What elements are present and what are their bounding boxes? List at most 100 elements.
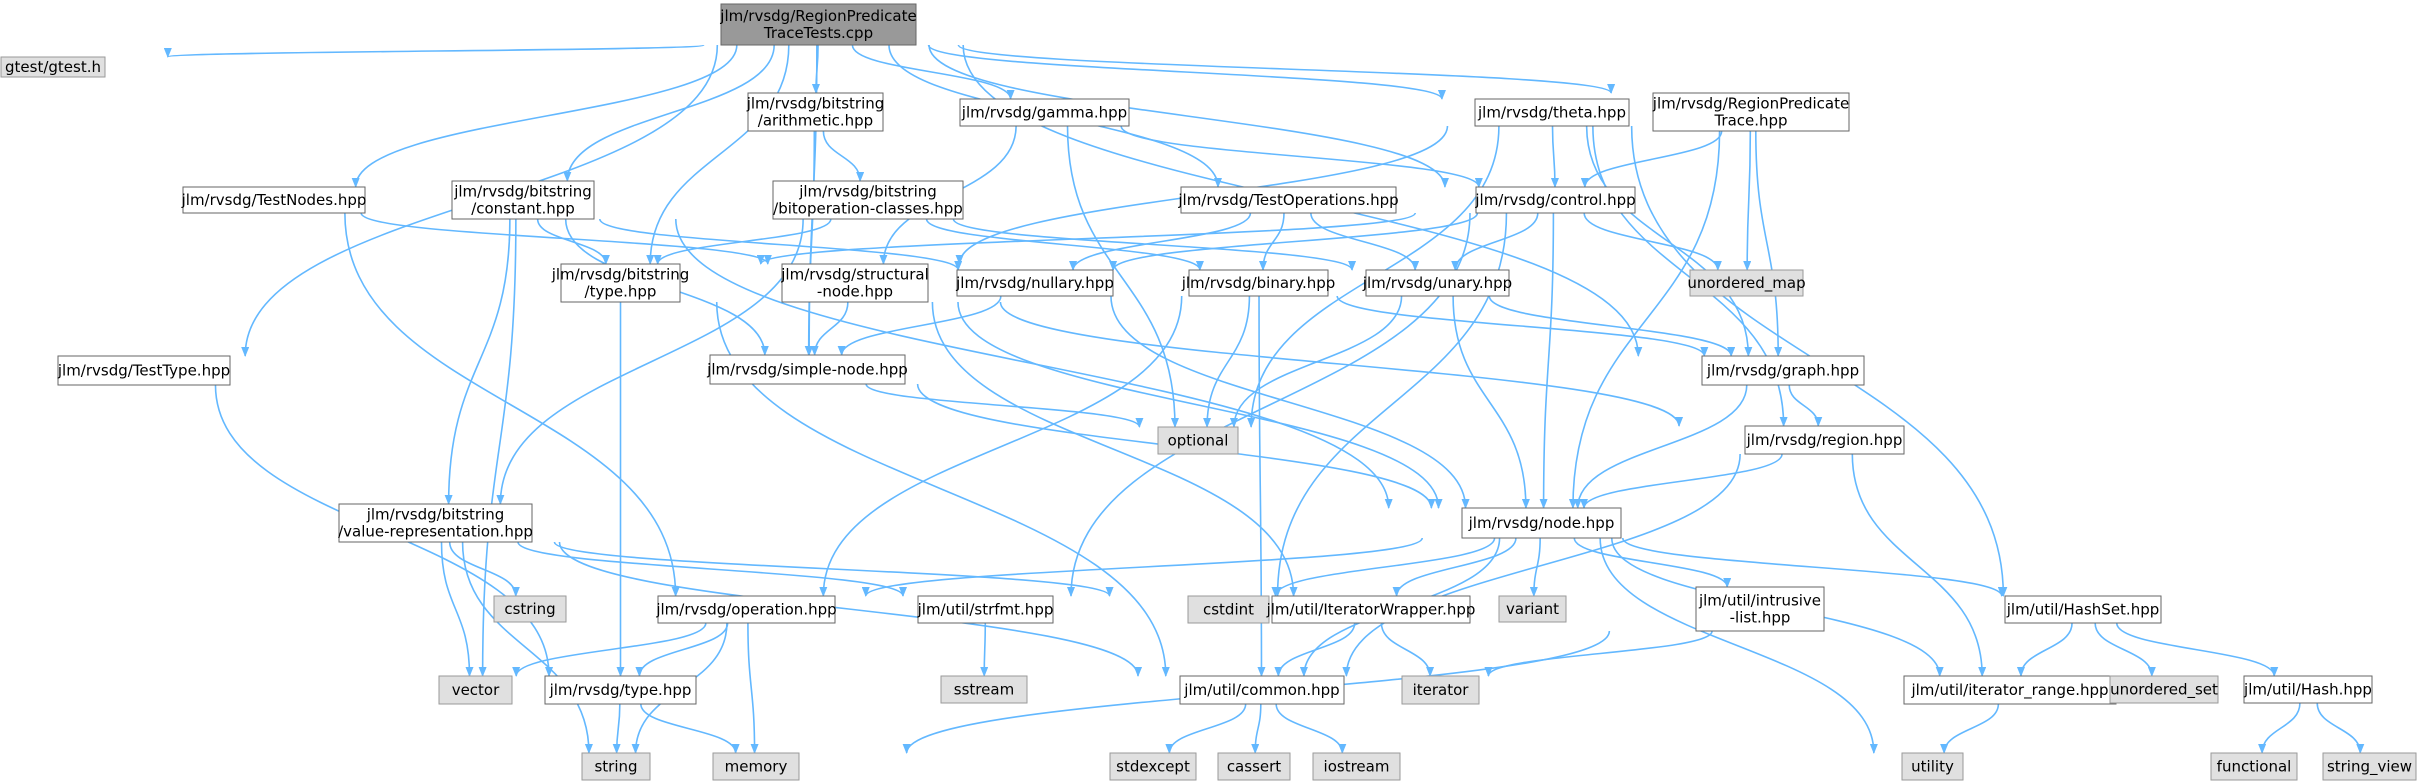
edge-testops-to-binary: [1259, 212, 1285, 271]
edge-path: [1203, 295, 1251, 428]
node-testops[interactable]: jlm/rvsdg/TestOperations.hpp: [1177, 186, 1399, 214]
edge-bsvalrep-to-cstdint: [553, 541, 1114, 597]
node-bsvalrep[interactable]: jlm/rvsdg/bitstring/value-representation…: [338, 503, 533, 543]
node-bsarith[interactable]: jlm/rvsdg/bitstring/arithmetic.hpp: [746, 92, 885, 132]
edge-iterwrap-to-common: [1274, 622, 1356, 677]
edge-control-to-node: [1539, 212, 1555, 509]
node-label: jlm/rvsdg/bitstring: [453, 183, 592, 201]
node-common[interactable]: jlm/util/common.hpp: [1179, 675, 1345, 705]
node-operation[interactable]: jlm/rvsdg/operation.hpp: [655, 595, 837, 624]
edge-path: [865, 383, 1144, 428]
node-iterrange[interactable]: jlm/util/iterator_range.hpp: [1903, 675, 2117, 705]
node-box: [956, 269, 1114, 297]
node-theta[interactable]: jlm/rvsdg/theta.hpp: [1474, 98, 1630, 127]
edge-nullary-to-simplenode: [837, 295, 1002, 356]
edge-bsvalrep-to-cstring: [448, 541, 520, 597]
node-box: [1401, 675, 1480, 705]
edge-unary-to-optional: [1229, 295, 1403, 428]
edge-structural-to-node: [957, 301, 1443, 509]
edge-path: [558, 541, 1142, 677]
node-label: Trace.hpp: [1713, 112, 1787, 130]
edge-path: [1580, 453, 1783, 509]
node-box: [2322, 752, 2417, 781]
edge-path: [164, 44, 705, 58]
edge-path: [448, 541, 520, 597]
nodes-layer: jlm/rvsdg/RegionPredicateTraceTests.cppg…: [0, 3, 2417, 781]
edge-path: [461, 541, 593, 754]
edge-graph-to-region: [1788, 384, 1823, 427]
edge-bsarith-to-bsbitop: [822, 130, 865, 182]
node-label: variant: [1506, 600, 1559, 618]
edge-region-to-node: [1580, 453, 1783, 509]
node-gamma[interactable]: jlm/rvsdg/gamma.hpp: [959, 98, 1130, 127]
node-bstype[interactable]: jlm/rvsdg/bitstring/type.hpp: [551, 263, 690, 303]
edge-testnodes-to-operation: [344, 212, 680, 597]
node-rvtype[interactable]: jlm/rvsdg/type.hpp: [544, 675, 697, 705]
node-box: [182, 186, 366, 214]
edge-path: [512, 622, 707, 677]
edge-path: [1452, 295, 1530, 509]
node-node[interactable]: jlm/rvsdg/node.hpp: [1461, 507, 1622, 539]
edge-path: [563, 44, 775, 182]
node-hashset[interactable]: jlm/util/HashSet.hpp: [2004, 595, 2162, 624]
node-graph[interactable]: jlm/rvsdg/graph.hpp: [1701, 355, 1865, 386]
edge-path: [851, 44, 1015, 100]
edge-path: [952, 218, 1356, 271]
node-box: [1475, 186, 1636, 214]
node-unary[interactable]: jlm/rvsdg/unary.hpp: [1362, 269, 1512, 297]
edge-structural-to-region: [999, 301, 1683, 427]
edge-root-to-control: [928, 44, 1449, 188]
node-nullary[interactable]: jlm/rvsdg/nullary.hpp: [955, 269, 1114, 297]
edge-bsvalrep-to-common: [558, 541, 1142, 677]
edge-path: [1069, 212, 1252, 271]
node-box: [1498, 595, 1567, 623]
edge-rpt-to-unordered_map: [1743, 130, 1752, 271]
edge-root-to-gtest: [164, 44, 705, 58]
node-string: string: [581, 752, 651, 781]
node-label: jlm/util/IteratorWrapper.hpp: [1266, 601, 1476, 619]
edge-path: [1274, 622, 1356, 677]
node-label: jlm/util/iterator_range.hpp: [1910, 681, 2108, 700]
edge-structural-to-iterwrap: [931, 301, 1298, 597]
node-label: -list.hpp: [1730, 609, 1791, 627]
edge-region-to-iterrange: [1851, 453, 1987, 677]
edge-path: [444, 218, 511, 505]
edge-hash-to-functional: [2258, 702, 2301, 754]
node-simplenode[interactable]: jlm/rvsdg/simple-node.hpp: [706, 354, 908, 385]
node-box: [709, 354, 906, 385]
node-label: functional: [2217, 758, 2292, 776]
node-testnodes[interactable]: jlm/rvsdg/TestNodes.hpp: [181, 186, 367, 214]
edge-path: [2115, 622, 2279, 677]
edge-path: [999, 301, 1683, 427]
node-box: [781, 263, 929, 303]
node-control[interactable]: jlm/rvsdg/control.hpp: [1474, 186, 1636, 214]
edge-root-to-bsconst: [563, 44, 775, 182]
edge-hashset-to-iterrange: [2016, 622, 2073, 677]
node-label: /bitoperation-classes.hpp: [773, 200, 963, 218]
node-bsconst[interactable]: jlm/rvsdg/bitstring/constant.hpp: [451, 180, 595, 220]
node-bsbitop[interactable]: jlm/rvsdg/bitstring/bitoperation-classes…: [772, 180, 964, 220]
node-box: [1187, 595, 1270, 624]
node-binary[interactable]: jlm/rvsdg/binary.hpp: [1181, 269, 1336, 297]
edge-rpt-to-control: [1580, 130, 1723, 188]
node-hash[interactable]: jlm/util/Hash.hpp: [2243, 675, 2373, 704]
node-box: [581, 752, 651, 781]
node-region[interactable]: jlm/rvsdg/region.hpp: [1744, 425, 1905, 455]
edge-control-to-nullary: [1109, 212, 1479, 271]
edge-unary-to-graph: [1488, 295, 1736, 357]
node-unordered_set: unordered_set: [2109, 675, 2219, 704]
edge-structural-to-simplenode: [810, 301, 849, 356]
edge-binary-to-optional: [1203, 295, 1251, 428]
node-label: jlm/util/intrusive: [1698, 592, 1821, 610]
node-structural[interactable]: jlm/rvsdg/structural-node.hpp: [780, 263, 929, 303]
node-sstream: sstream: [940, 675, 1028, 704]
node-label: jlm/util/HashSet.hpp: [2006, 601, 2160, 619]
node-cstdint: cstdint: [1187, 595, 1270, 624]
node-iterwrap[interactable]: jlm/util/IteratorWrapper.hpp: [1266, 595, 1476, 624]
node-testtype[interactable]: jlm/rvsdg/TestType.hpp: [57, 355, 231, 386]
edge-path: [927, 44, 1446, 100]
node-intrusive[interactable]: jlm/util/intrusive-list.hpp: [1695, 586, 1825, 632]
node-strfmt[interactable]: jlm/util/strfmt.hpp: [917, 595, 1054, 624]
